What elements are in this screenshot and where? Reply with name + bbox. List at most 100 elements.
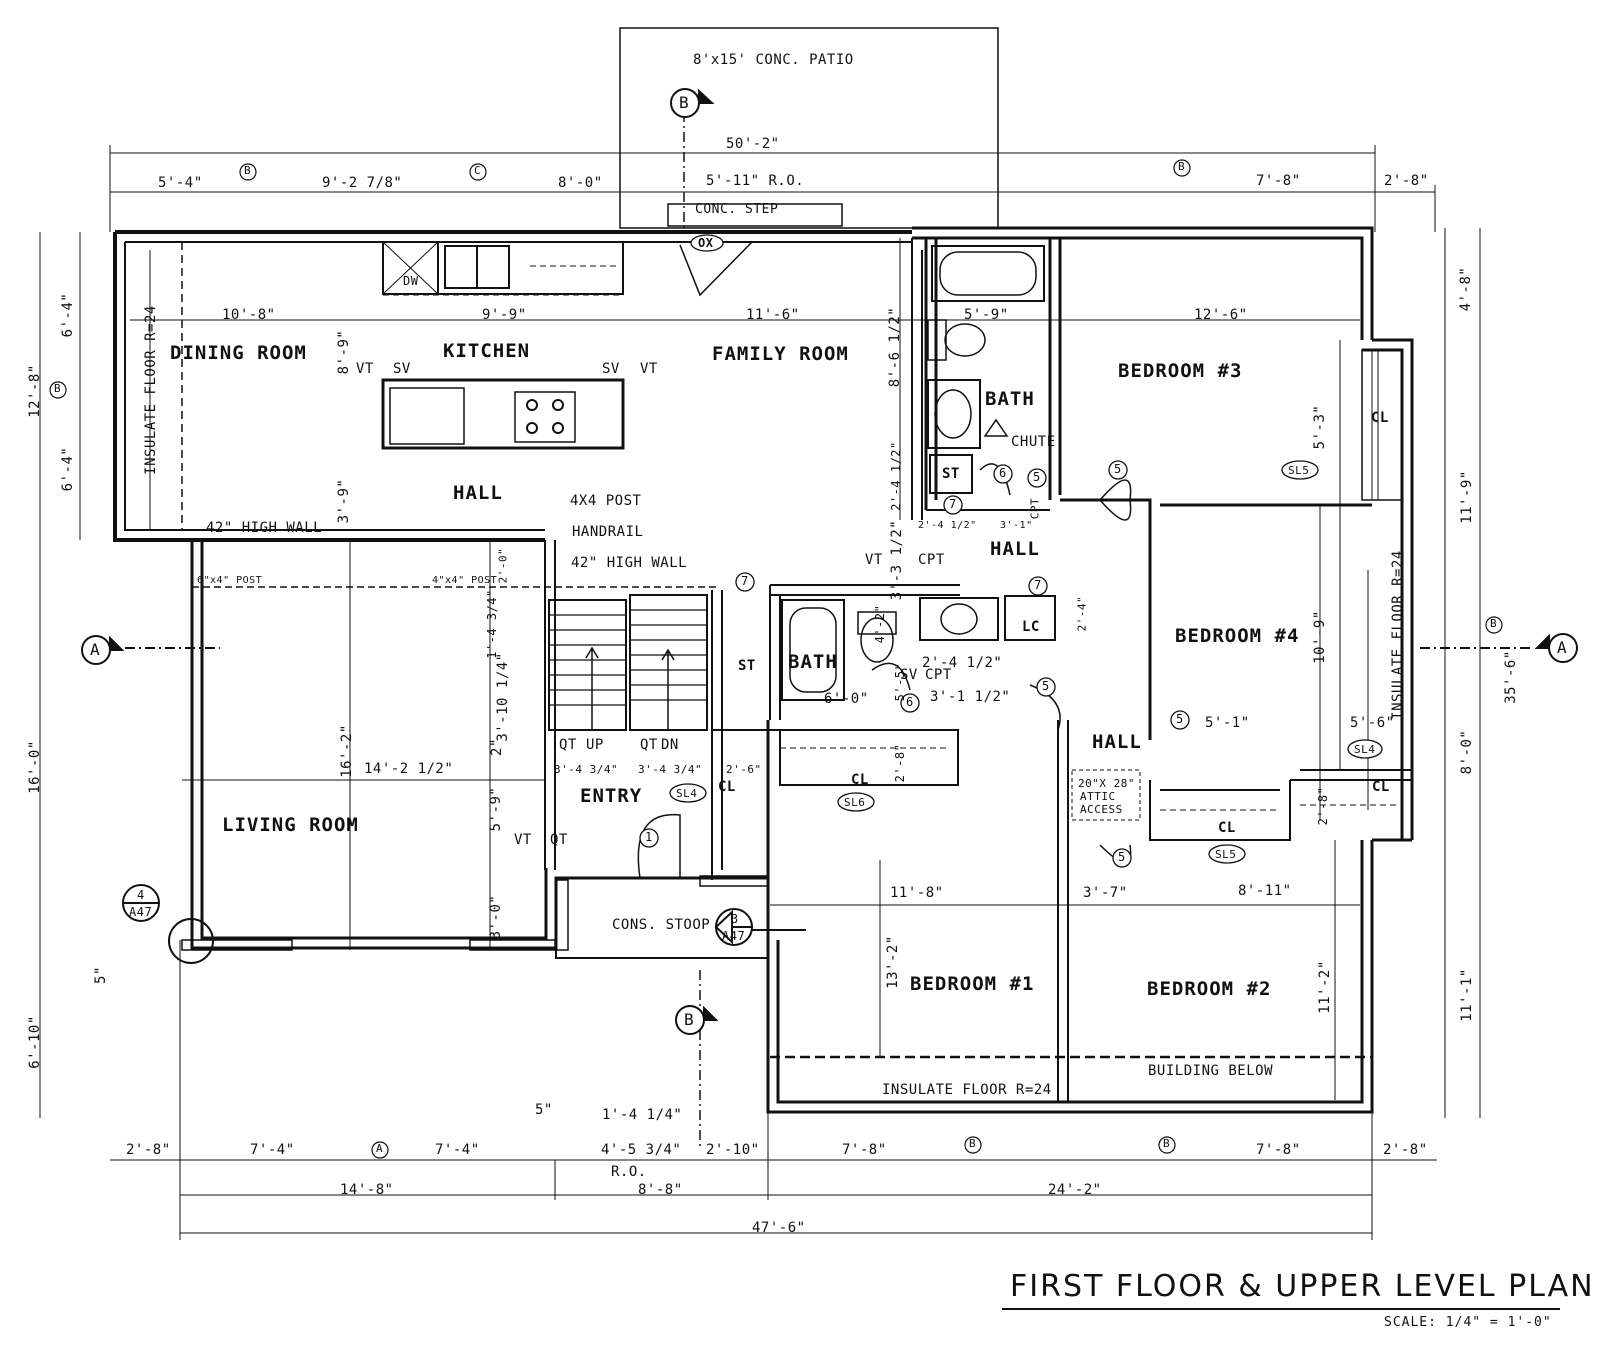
dim-bot-1-4: 1'-4 1/4" bbox=[602, 1107, 683, 1123]
door-tag-1: 1 bbox=[645, 830, 653, 844]
handrail-label: HANDRAIL bbox=[572, 524, 644, 540]
dim-bot-7: 7'-8" bbox=[1256, 1142, 1301, 1158]
dim-bed2-width: 8'-11" bbox=[1238, 883, 1292, 899]
grid-bubble-b-bottom bbox=[675, 1005, 719, 1035]
room-bath-upper: BATH bbox=[985, 388, 1035, 410]
dim-right-1: 4'-8" bbox=[1458, 266, 1474, 312]
plan-title: FIRST FLOOR & UPPER LEVEL PLAN bbox=[1010, 1269, 1595, 1304]
dim-top-3: 8'-0" bbox=[558, 175, 603, 191]
dim-left-2: 6'-4" bbox=[60, 446, 76, 492]
vt-label-1: VT bbox=[356, 361, 374, 377]
sl5-bedroom3: SL5 bbox=[1288, 464, 1310, 477]
high-wall-dining-label: 42" HIGH WALL bbox=[206, 520, 323, 536]
closet-bedroom1: CL bbox=[851, 772, 869, 788]
post-6x4-label: 6"x4" POST bbox=[197, 575, 263, 586]
room-hall-main: HALL bbox=[453, 482, 503, 504]
dim-stair-2: 3'-4 3/4" bbox=[638, 763, 703, 776]
door-tag-5d: 5 bbox=[1118, 850, 1126, 864]
dim-2-4: 2'-4 1/2" bbox=[922, 655, 1003, 671]
dim-left-1: 6'-4" bbox=[60, 292, 76, 338]
dim-right-2: 11'-9" bbox=[1459, 470, 1475, 524]
dim-bot-1: 2'-8" bbox=[126, 1142, 171, 1158]
exterior-wall-living bbox=[190, 540, 768, 950]
door-tag-5a: 5 bbox=[1114, 462, 1122, 476]
dim-bot-24-2: 24'-2" bbox=[1048, 1182, 1102, 1198]
dim-top-1: 5'-4" bbox=[158, 175, 203, 191]
dim-top-4: 5'-11" R.O. bbox=[706, 173, 805, 189]
door-tag-6a: 6 bbox=[999, 466, 1007, 480]
sl-tags bbox=[669, 234, 1383, 864]
door-tag-5b: 5 bbox=[1042, 679, 1050, 693]
room-family: FAMILY ROOM bbox=[712, 343, 849, 365]
dim-bot-8: 2'-8" bbox=[1383, 1142, 1428, 1158]
dim-v-3-0: 3'-0" bbox=[488, 894, 504, 940]
dim-bath-lower-width: 6'-0" bbox=[824, 691, 869, 707]
door-tag-6b: 6 bbox=[906, 695, 914, 709]
dim-v-2-4c: 2'-4" bbox=[1075, 595, 1089, 632]
cpt-label-2: CPT bbox=[925, 667, 952, 683]
patio-outline bbox=[619, 27, 999, 229]
dim-top-6: 2'-8" bbox=[1384, 173, 1429, 189]
stair-up-label: UP bbox=[586, 737, 604, 753]
patio-label: 8'x15' CONC. PATIO bbox=[693, 52, 854, 68]
dim-living-width: 14'-2 1/2" bbox=[364, 761, 454, 777]
vt-label-3: VT bbox=[514, 832, 532, 848]
dim-2-4b: 2'-4 1/2" bbox=[918, 520, 977, 531]
dim-v-10-9: 10'-9" bbox=[1312, 610, 1328, 664]
vt-label-2: VT bbox=[640, 361, 658, 377]
dim-v-3-9: 3'-9" bbox=[336, 478, 352, 524]
detail-3-number: 3 bbox=[731, 912, 739, 926]
insulate-floor-bottom: INSULATE FLOOR R=24 bbox=[882, 1082, 1052, 1098]
small-bubble-a: A bbox=[376, 1142, 384, 1155]
dim-v-4-2: 4'-2" bbox=[873, 604, 887, 644]
chute-label: CHUTE bbox=[1011, 434, 1056, 450]
plan-scale: SCALE: 1/4" = 1'-0" bbox=[1384, 1315, 1552, 1330]
post-4x4b-label: 4"x4" POST bbox=[432, 575, 498, 586]
high-wall-stair-label: 42" HIGH WALL bbox=[571, 555, 688, 571]
dim-bot-14-8: 14'-8" bbox=[340, 1182, 394, 1198]
dim-v-16-2: 16'-2" bbox=[339, 724, 355, 778]
dim-v-2: 2" bbox=[489, 738, 505, 756]
room-bedroom-2: BEDROOM #2 bbox=[1147, 978, 1272, 1000]
grid-bubble-b-top bbox=[670, 88, 715, 118]
dim-bot-8-8: 8'-8" bbox=[638, 1182, 683, 1198]
closet-entry: CL bbox=[718, 779, 736, 795]
grid-b-bottom-label: B bbox=[684, 1010, 695, 1029]
cons-stoop-label: CONS. STOOP bbox=[612, 917, 711, 933]
insulate-floor-right: INSULATE FLOOR R=24 bbox=[1390, 550, 1406, 720]
dim-top-2: 9'-2 7/8" bbox=[322, 175, 403, 191]
dim-bot-6: 7'-8" bbox=[842, 1142, 887, 1158]
room-hall-upper: HALL bbox=[990, 538, 1040, 560]
closet-bedroom3: CL bbox=[1371, 410, 1389, 426]
exterior-wall-upper bbox=[113, 230, 912, 542]
room-hall-lower: HALL bbox=[1092, 731, 1142, 753]
ro-label: R.O. bbox=[611, 1164, 647, 1180]
storage-lower: ST bbox=[738, 658, 756, 674]
door-tag-5e: 5 bbox=[1033, 470, 1041, 484]
dim-2-6: 2'-6" bbox=[726, 763, 762, 776]
dim-left-3: 12'-8" bbox=[27, 364, 43, 418]
detail-bubble-3 bbox=[714, 908, 806, 946]
small-bubble-c: C bbox=[474, 164, 482, 177]
dim-family-width: 11'-6" bbox=[746, 307, 800, 323]
door-tag-5c: 5 bbox=[1176, 712, 1184, 726]
dim-v-5-3: 5'-3" bbox=[1312, 404, 1328, 450]
small-bubble-b1: B bbox=[244, 164, 252, 177]
dim-5-6: 5'-6" bbox=[1350, 715, 1395, 731]
sl4-bedroom4: SL4 bbox=[1354, 743, 1376, 756]
dim-top-overall: 50'-2" bbox=[726, 136, 780, 152]
dim-bed1-width: 11'-8" bbox=[890, 885, 944, 901]
vt-label-4: VT bbox=[865, 552, 883, 568]
dim-dining-width: 10'-8" bbox=[222, 307, 276, 323]
sl6-bedroom1: SL6 bbox=[844, 796, 866, 809]
bathtub-upper bbox=[931, 245, 1045, 302]
dim-v-3-10: 3'-10 1/4" bbox=[495, 652, 511, 742]
dim-v-8-6: 8'-6 1/2" bbox=[887, 306, 903, 388]
kitchen-upper-counter bbox=[382, 241, 624, 295]
small-bubble-b3: B bbox=[969, 1137, 977, 1150]
room-kitchen: KITCHEN bbox=[443, 340, 531, 362]
ox-label: OX bbox=[698, 236, 714, 250]
grid-a-right-label: A bbox=[1557, 638, 1568, 657]
kitchen-island bbox=[381, 378, 625, 450]
